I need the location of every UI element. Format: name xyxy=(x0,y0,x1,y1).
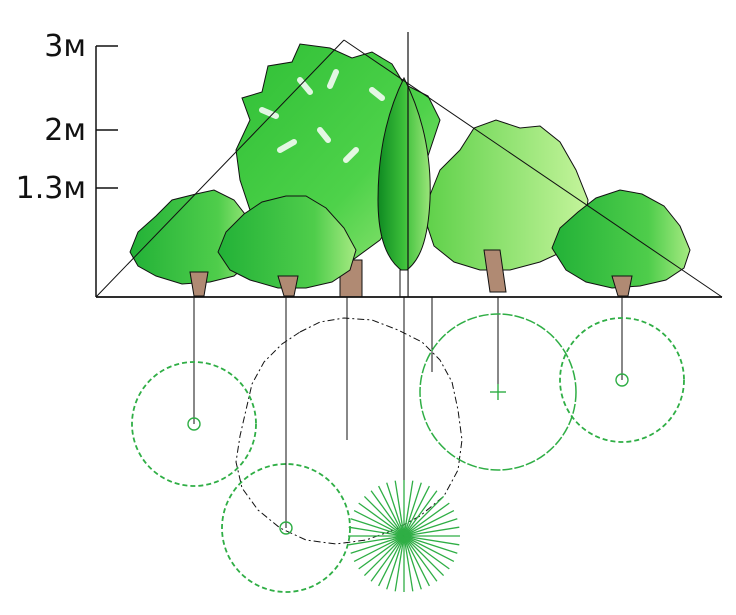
conifer-plan-ray xyxy=(353,535,405,562)
conifer-plan-ray xyxy=(394,535,405,592)
conifer-plan-ray xyxy=(378,485,405,537)
height-label-3m: 3м xyxy=(44,29,86,64)
conifer-plan-ray xyxy=(378,535,405,587)
conifer-plan-ray xyxy=(348,535,405,546)
conifer-plan-ray xyxy=(348,526,405,537)
shrub-2-elevation xyxy=(217,195,357,297)
shrub-3-elevation xyxy=(551,189,691,297)
conifer-plan-ray xyxy=(403,535,445,577)
conifer-plan-ray xyxy=(403,526,460,537)
conifer-plan-ray xyxy=(403,518,458,537)
conifer-plan-symbol xyxy=(348,480,460,592)
conifer-plan-ray xyxy=(358,502,405,537)
conifer-plan-ray xyxy=(403,535,458,554)
plan-view xyxy=(131,297,685,593)
conifer-plan-ray xyxy=(403,535,455,562)
conifer-plan-ray xyxy=(363,495,405,537)
conifer-plan-ray xyxy=(353,510,405,537)
conifer-plan-ray xyxy=(350,535,405,554)
conifer-plan-ray xyxy=(403,490,438,537)
light-tree-plan xyxy=(419,313,577,471)
large-tree-plan xyxy=(235,317,463,545)
conifer-plan-ray xyxy=(370,535,405,582)
conifer-plan-ray xyxy=(403,510,455,537)
conifer-plan-ray xyxy=(403,480,414,537)
conifer-plan-ray xyxy=(403,535,460,546)
conifer-plan-ray xyxy=(403,535,450,570)
conifer-plan-ray xyxy=(403,535,422,590)
conifer-plan-ray xyxy=(403,485,430,537)
conifer-plan-ray xyxy=(363,535,405,577)
conifer-plan-ray xyxy=(350,518,405,537)
height-scale: 3м 2м 1.3м xyxy=(16,29,118,297)
conifer-elevation xyxy=(377,32,431,298)
conifer-plan-ray xyxy=(403,535,414,592)
conifer-plan-ray xyxy=(358,535,405,570)
height-label-1-3m: 1.3м xyxy=(16,171,86,206)
conifer-plan-ray xyxy=(394,480,405,537)
conifer-plan-ray xyxy=(403,482,422,537)
conifer-plan-ray xyxy=(403,535,430,587)
conifer-plan-ray xyxy=(370,490,405,537)
conifer-plan-ray xyxy=(386,535,405,590)
height-label-2m: 2м xyxy=(44,113,86,148)
conifer-plan-ray xyxy=(403,495,445,537)
conifer-plan-ray xyxy=(386,482,405,537)
conifer-plan-ray xyxy=(403,502,450,537)
elevation-view xyxy=(95,32,723,298)
shrub-3-plan xyxy=(559,317,685,443)
shrub-1-plan xyxy=(131,361,257,487)
conifer-plan-ray xyxy=(403,535,438,582)
